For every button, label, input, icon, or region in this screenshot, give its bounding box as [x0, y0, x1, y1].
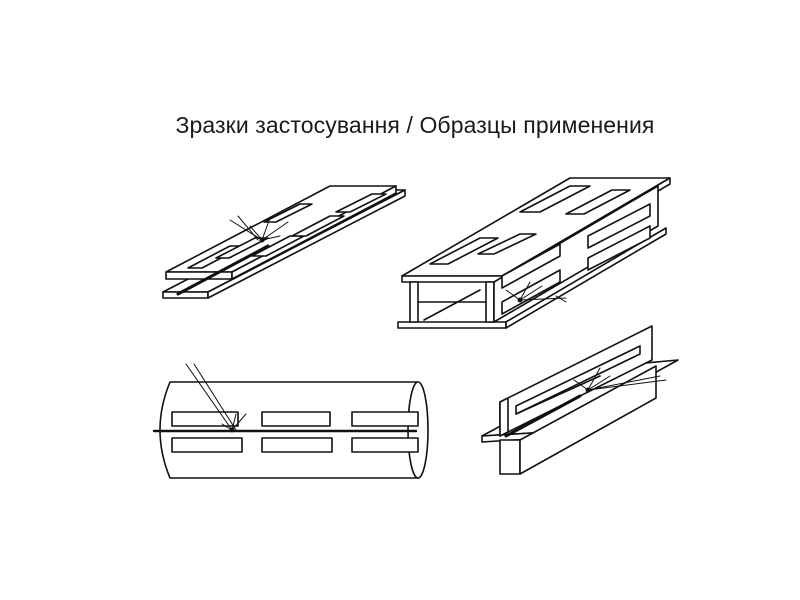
torch-lines [573, 367, 667, 393]
torch-lines [505, 281, 567, 303]
page-title: Зразки застосування / Образцы применения [175, 112, 655, 138]
torch-lines [185, 363, 247, 433]
torch-lines [229, 215, 289, 243]
